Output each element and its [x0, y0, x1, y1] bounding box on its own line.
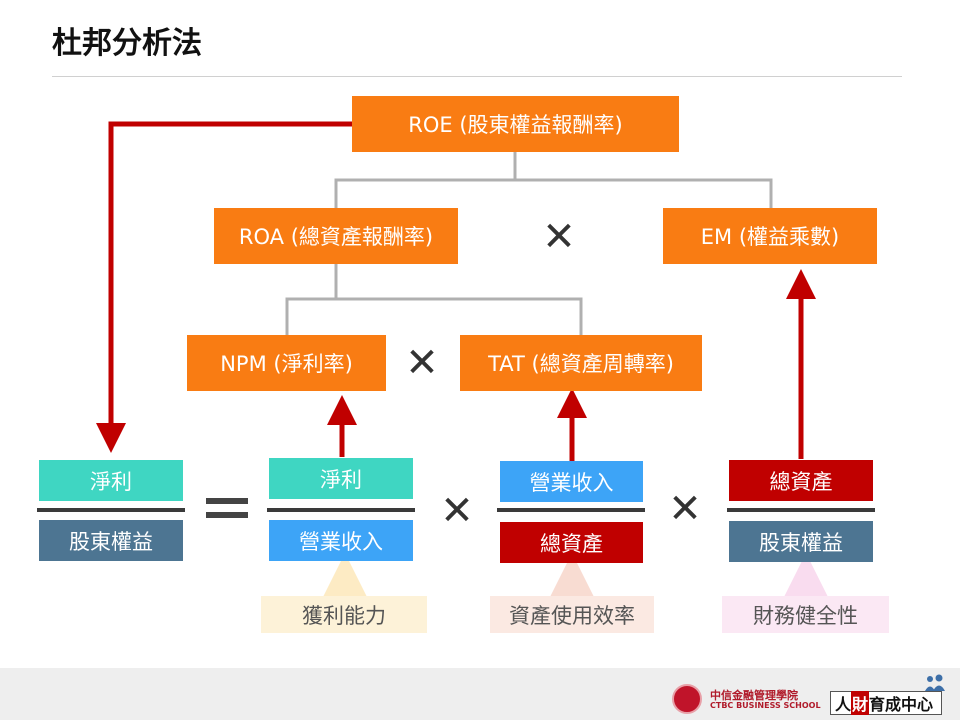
times-icon-f1-f2: ✕ — [440, 488, 474, 534]
roa-label: ROA (總資產報酬率) — [238, 225, 434, 249]
lhs-denominator: 股東權益 — [39, 520, 183, 561]
tat-box: TAT (總資產周轉率) — [460, 335, 702, 391]
times-icon-npm-tat: ✕ — [405, 340, 439, 386]
f1-denominator: 營業收入 — [269, 520, 413, 561]
npm-label: NPM (淨利率) — [220, 352, 353, 376]
lhs-numerator: 淨利 — [39, 460, 183, 501]
lhs-fraction-bar — [37, 508, 185, 512]
f3-numerator-label: 總資產 — [769, 469, 833, 494]
people-icon — [925, 674, 945, 691]
f3-denominator-label: 股東權益 — [759, 530, 843, 555]
roa-box: ROA (總資產報酬率) — [214, 208, 458, 264]
times-icon-f2-f3: ✕ — [668, 486, 702, 532]
f2-denominator: 總資產 — [500, 522, 643, 563]
f1-numerator: 淨利 — [269, 458, 413, 499]
tree-connector-roe — [334, 152, 773, 208]
page-title: 杜邦分析法 — [52, 26, 202, 61]
f2-numerator-label: 營業收入 — [529, 470, 614, 495]
org-name-cn: 中信金融管理學院 — [710, 689, 798, 702]
tat-label: TAT (總資產周轉率) — [488, 352, 674, 376]
lhs-numerator-label: 淨利 — [90, 469, 132, 494]
f3-fraction-bar — [727, 508, 875, 512]
f1-fraction-bar — [267, 508, 415, 512]
footer-bar — [0, 668, 960, 720]
roe-box: ROE (股東權益報酬率) — [352, 96, 679, 152]
brand-part-b: 財 — [851, 691, 870, 715]
brand-part-a: 人 — [835, 695, 852, 714]
em-box: EM (權益乘數) — [663, 208, 877, 264]
org-name-en: CTBC BUSINESS SCHOOL — [710, 701, 821, 710]
f1-numerator-label: 淨利 — [320, 467, 362, 492]
lhs-denominator-label: 股東權益 — [69, 529, 153, 554]
equals-icon — [206, 498, 248, 522]
f2-fraction-bar — [497, 508, 645, 512]
efficiency-label: 資產使用效率 — [490, 596, 654, 633]
f2-denominator-label: 總資產 — [540, 531, 603, 556]
brand-label: 人財育成中心 — [830, 691, 942, 715]
f1-denominator-label: 營業收入 — [299, 529, 383, 554]
health-label: 財務健全性 — [722, 596, 889, 633]
tree-connector-roa — [285, 264, 583, 335]
roe-label: ROE (股東權益報酬率) — [408, 113, 623, 137]
f3-denominator: 股東權益 — [729, 521, 873, 562]
profit-label: 獲利能力 — [261, 596, 427, 633]
npm-box: NPM (淨利率) — [187, 335, 386, 391]
em-label: EM (權益乘數) — [700, 225, 840, 249]
times-icon-roa-em: ✕ — [542, 214, 576, 260]
title-divider — [52, 76, 902, 77]
roe-to-lhs-arrow — [96, 121, 352, 453]
f2-numerator: 營業收入 — [500, 461, 643, 502]
f3-numerator: 總資產 — [729, 460, 873, 501]
ctbc-seal-logo — [672, 684, 702, 714]
brand-part-c: 育成中心 — [869, 695, 934, 714]
